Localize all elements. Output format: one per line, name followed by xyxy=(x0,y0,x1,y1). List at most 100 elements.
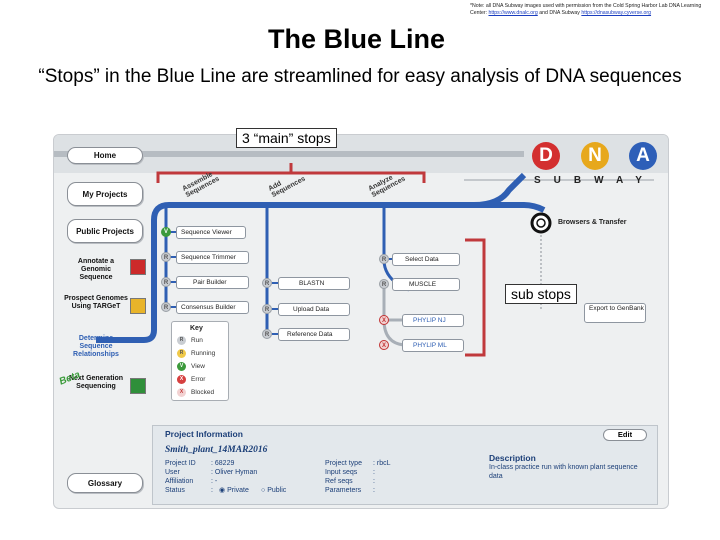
field-project-type-key: Project type xyxy=(325,460,362,467)
slide-title: The Blue Line xyxy=(268,24,446,54)
blocked-icon: X xyxy=(177,388,186,397)
field-project-id-value: : 68229 xyxy=(211,460,235,467)
stop-muscle[interactable]: MUSCLE xyxy=(392,278,460,291)
key-title: Key xyxy=(190,325,203,332)
stop-reference-data[interactable]: Reference Data xyxy=(278,328,350,341)
stop-browsers-transfer[interactable]: Browsers & Transfer xyxy=(558,219,627,226)
field-affiliation-key: Affiliation xyxy=(165,478,194,485)
logo-subway-word: SUBWAY xyxy=(534,175,655,186)
field-project-type-value: : rbcL xyxy=(373,460,391,467)
my-projects-button[interactable]: My Projects xyxy=(67,182,143,206)
logo-a-circle: A xyxy=(629,142,657,170)
status-run-icon: R xyxy=(262,329,272,339)
line-ngs[interactable]: Next Generation Sequencing xyxy=(68,375,124,390)
dnalc-link[interactable]: https://www.dnalc.org xyxy=(488,10,538,16)
status-run-icon: R xyxy=(262,304,272,314)
line-annotate[interactable]: Annotate a Genomic Sequence xyxy=(77,258,115,281)
field-project-id-key: Project ID xyxy=(165,460,196,467)
stop-phylip-nj[interactable]: PHYLIP NJ xyxy=(402,314,464,327)
logo-n-circle: N xyxy=(581,142,609,170)
running-icon: R xyxy=(177,349,186,358)
project-info-heading: Project Information xyxy=(165,429,243,439)
blue-line-track xyxy=(96,172,527,343)
line-prospect[interactable]: Prospect Genomes Using TARGeT xyxy=(64,295,128,310)
home-label: Home xyxy=(93,151,117,160)
project-name: Smith_plant_14MAR2016 xyxy=(165,445,268,455)
status-private-label: Private xyxy=(227,487,249,494)
my-projects-label: My Projects xyxy=(82,189,128,199)
image-credit: *Note: all DNA Subway images used with p… xyxy=(470,3,716,17)
status-run-icon: R xyxy=(161,277,171,287)
blue-line-end xyxy=(523,202,546,213)
field-user-key: User xyxy=(165,469,180,476)
edit-button[interactable]: Edit xyxy=(603,429,647,441)
stop-consensus-builder[interactable]: Consensus Builder xyxy=(176,301,249,314)
project-information-panel: Project Information Edit Smith_plant_14M… xyxy=(152,425,658,505)
status-view-icon: V xyxy=(161,227,171,237)
field-user-value: : Oliver Hyman xyxy=(211,469,258,476)
status-run-icon: R xyxy=(262,278,272,288)
yellow-line-square[interactable] xyxy=(130,298,146,314)
key-label: View xyxy=(191,363,205,370)
public-projects-label: Public Projects xyxy=(76,226,134,236)
sub-stops-callout: sub stops xyxy=(505,284,577,304)
stop-phylip-ml[interactable]: PHYLIP ML xyxy=(402,339,464,352)
stop-sequence-trimmer[interactable]: Sequence Trimmer xyxy=(176,251,249,264)
browsers-station-inner xyxy=(536,218,546,228)
status-run-icon: R xyxy=(161,252,171,262)
stop-upload-data[interactable]: Upload Data xyxy=(278,303,350,316)
stop-select-data[interactable]: Select Data xyxy=(392,253,460,266)
status-run-icon: R xyxy=(379,254,389,264)
red-line-square[interactable] xyxy=(130,259,146,275)
key-item-blocked: X Blocked xyxy=(177,388,214,397)
field-parameters-value: : xyxy=(373,487,375,494)
status-public-label: Public xyxy=(267,487,287,494)
status-blocked-icon: X xyxy=(379,340,389,350)
status-blocked-icon: X xyxy=(379,315,389,325)
stop-export-genbank[interactable]: Export to GenBank xyxy=(584,303,646,323)
glossary-button[interactable]: Glossary xyxy=(67,473,143,493)
description-heading: Description xyxy=(489,453,536,463)
key-label: Running xyxy=(191,350,216,357)
sub-stops-bracket xyxy=(465,238,486,357)
field-status-sep: : xyxy=(211,487,213,494)
key-label: Blocked xyxy=(191,389,215,396)
main-stops-callout: 3 “main” stops xyxy=(236,128,337,148)
key-item-error: X Error xyxy=(177,375,205,384)
field-status-key: Status xyxy=(165,487,185,494)
home-button[interactable]: Home xyxy=(67,147,143,164)
status-run-icon: R xyxy=(379,279,389,289)
view-icon: V xyxy=(177,362,186,371)
description-body: In-class practice run with known plant s… xyxy=(489,464,638,480)
field-input-seqs-value: : xyxy=(373,469,375,476)
stop-blastn[interactable]: BLASTN xyxy=(278,277,350,290)
status-private-radio[interactable]: ◉ Private xyxy=(219,487,249,494)
field-affiliation-value: : - xyxy=(211,478,218,485)
stop-sequence-viewer[interactable]: Sequence Viewer xyxy=(176,226,246,239)
run-icon: R xyxy=(177,336,186,345)
key-label: Run xyxy=(191,337,203,344)
status-run-icon: R xyxy=(161,302,171,312)
line-determine[interactable]: Determine Sequence Relationships xyxy=(73,335,119,358)
green-line-square[interactable] xyxy=(130,378,146,394)
public-projects-button[interactable]: Public Projects xyxy=(67,219,143,243)
dna-subway-app: Home My Projects Public Projects Glossar… xyxy=(53,134,669,509)
credit-mid: and DNA Subway xyxy=(539,10,580,16)
key-item-view: V View xyxy=(177,362,205,371)
error-icon: X xyxy=(177,375,186,384)
key-label: Error xyxy=(191,376,206,383)
slide-subtitle: “Stops” in the Blue Line are streamlined… xyxy=(38,66,682,87)
credit-text: *Note: all DNA Subway images used with p… xyxy=(470,3,702,16)
field-ref-seqs-key: Ref seqs xyxy=(325,478,353,485)
status-public-radio[interactable]: ○ Public xyxy=(261,487,287,494)
stop-pair-builder[interactable]: Pair Builder xyxy=(176,276,249,289)
dnasubway-link[interactable]: https://dnasubway.cyverse.org xyxy=(581,10,652,16)
glossary-label: Glossary xyxy=(87,478,123,488)
field-parameters-key: Parameters xyxy=(325,487,362,494)
field-input-seqs-key: Input seqs xyxy=(325,469,358,476)
key-item-run: R Run xyxy=(177,336,203,345)
field-ref-seqs-value: : xyxy=(373,478,375,485)
key-item-running: R Running xyxy=(177,349,215,358)
status-key: Key R Run R Running V View X Error X Blocked xyxy=(171,321,229,401)
logo-d-circle: D xyxy=(532,142,560,170)
